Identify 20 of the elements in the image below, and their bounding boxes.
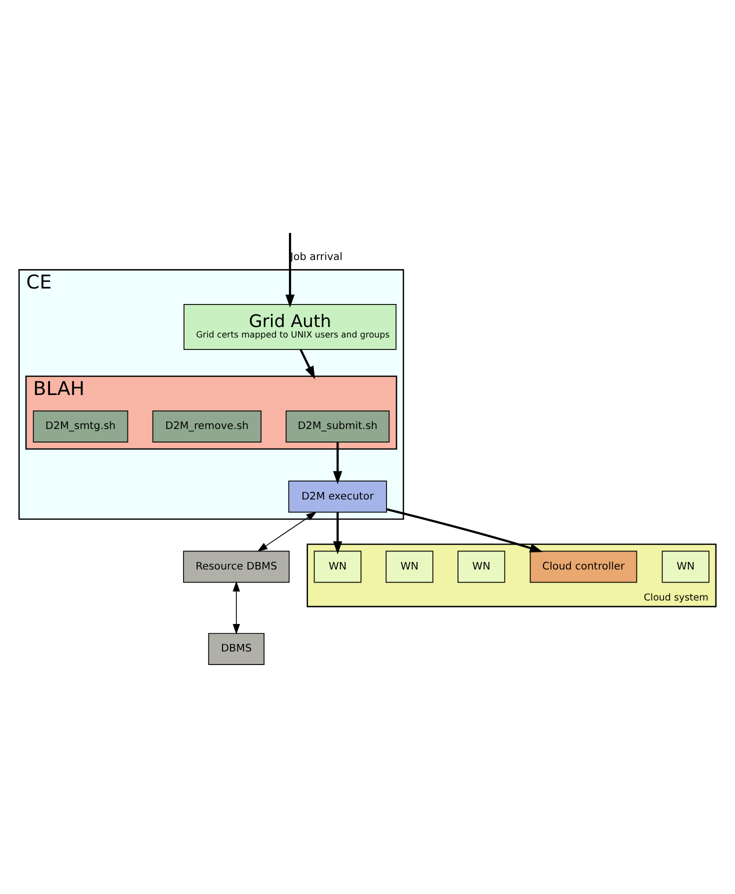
node-box: DBMS (208, 632, 264, 665)
arrow (257, 512, 317, 552)
arrow (333, 512, 342, 554)
node-box: WN (386, 550, 434, 583)
node-box: D2M_submit.sh (286, 410, 390, 442)
edge-label: Job arrival (290, 250, 343, 263)
arrow (285, 232, 295, 308)
node-box: Resource DBMS (183, 550, 290, 583)
arrow (300, 349, 316, 380)
arrow (333, 442, 342, 484)
node-box: WN (314, 550, 362, 583)
node-box: D2M_remove.sh (152, 410, 262, 442)
arrow (386, 508, 543, 552)
node-box: WN (662, 550, 710, 583)
node-box: Cloud controller (530, 550, 638, 583)
node-box: D2M_smtg.sh (32, 410, 128, 442)
node-box: D2M executor (288, 480, 387, 513)
node-box: WN (458, 550, 506, 583)
arrow (232, 581, 240, 634)
node-box: Grid Auth Grid certs mapped to UNIX users and groups (184, 304, 396, 350)
